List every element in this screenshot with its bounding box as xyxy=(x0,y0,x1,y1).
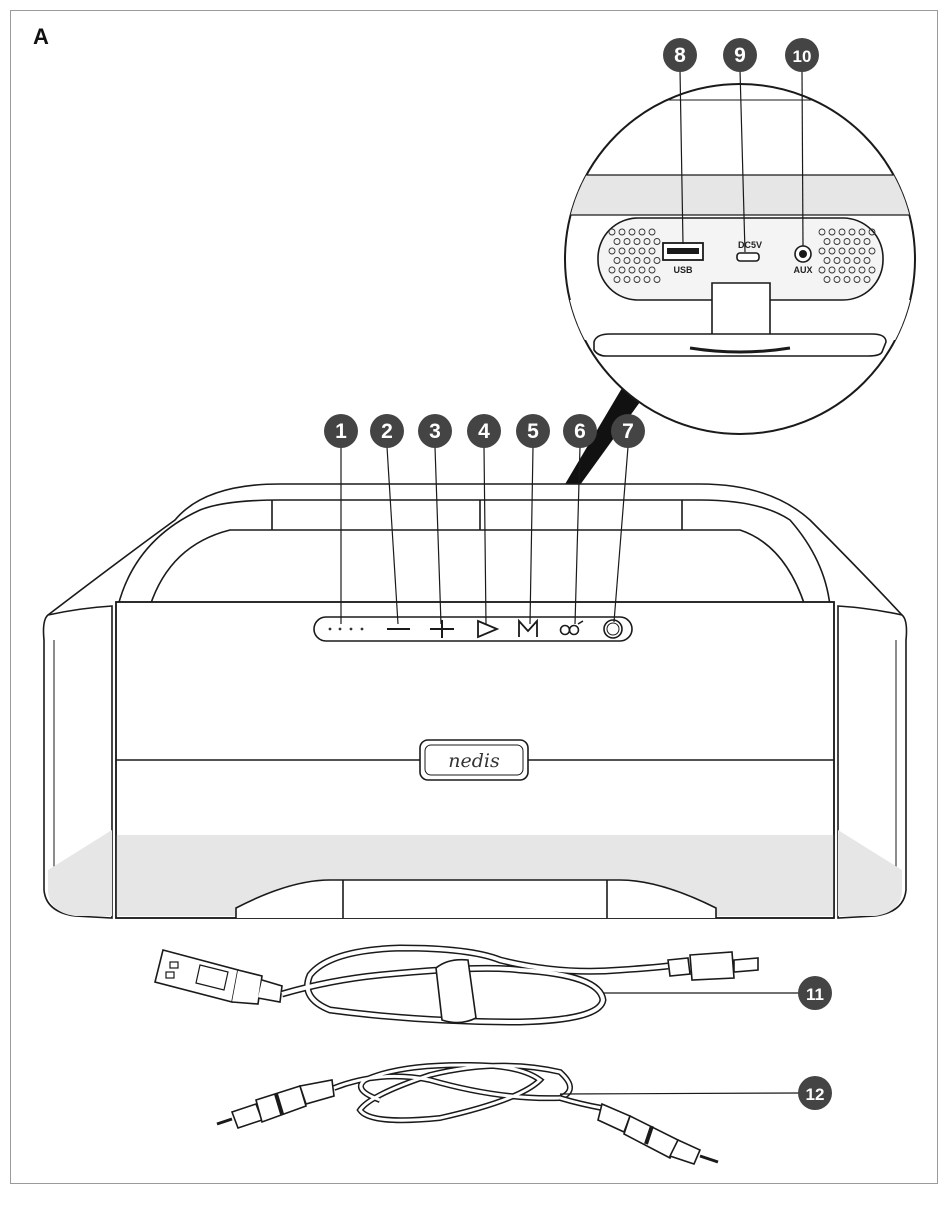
callout-4: 4 xyxy=(467,414,501,448)
callout-number: 11 xyxy=(806,985,824,1004)
callout-number: 1 xyxy=(335,420,347,443)
callout-9: 9 xyxy=(723,38,757,72)
callout-number: 8 xyxy=(674,44,686,67)
callout-number: 2 xyxy=(381,420,393,443)
brand-logo-badge: nedis xyxy=(420,740,528,780)
callout-1: 1 xyxy=(324,414,358,448)
callout-7: 7 xyxy=(611,414,645,448)
usb-cable xyxy=(155,948,758,1023)
callout-number: 3 xyxy=(429,420,441,443)
callout-number: 4 xyxy=(478,420,490,443)
callout-3: 3 xyxy=(418,414,452,448)
callout-number: 10 xyxy=(793,47,812,66)
callout-11: 11 xyxy=(798,976,832,1010)
callout-number: 6 xyxy=(574,420,586,443)
callout-number: 9 xyxy=(734,44,746,67)
usb-label: USB xyxy=(673,265,693,275)
callout-number: 12 xyxy=(806,1085,825,1104)
rear-panel-zoom: USB DC5V AUX xyxy=(560,84,920,434)
speaker-body xyxy=(44,484,907,918)
callout-8: 8 xyxy=(663,38,697,72)
power-button xyxy=(604,620,622,638)
callout-number: 7 xyxy=(622,420,634,443)
callout-10: 10 xyxy=(785,38,819,72)
callout-number: 5 xyxy=(527,420,539,443)
aux-label: AUX xyxy=(793,265,812,275)
dc-label: DC5V xyxy=(738,240,762,250)
callout-5: 5 xyxy=(516,414,550,448)
aux-cable xyxy=(217,1065,718,1164)
control-panel xyxy=(314,617,632,641)
callout-2: 2 xyxy=(370,414,404,448)
callout-6: 6 xyxy=(563,414,597,448)
brand-logo: nedis xyxy=(448,750,500,772)
callout-12: 12 xyxy=(798,1076,832,1110)
